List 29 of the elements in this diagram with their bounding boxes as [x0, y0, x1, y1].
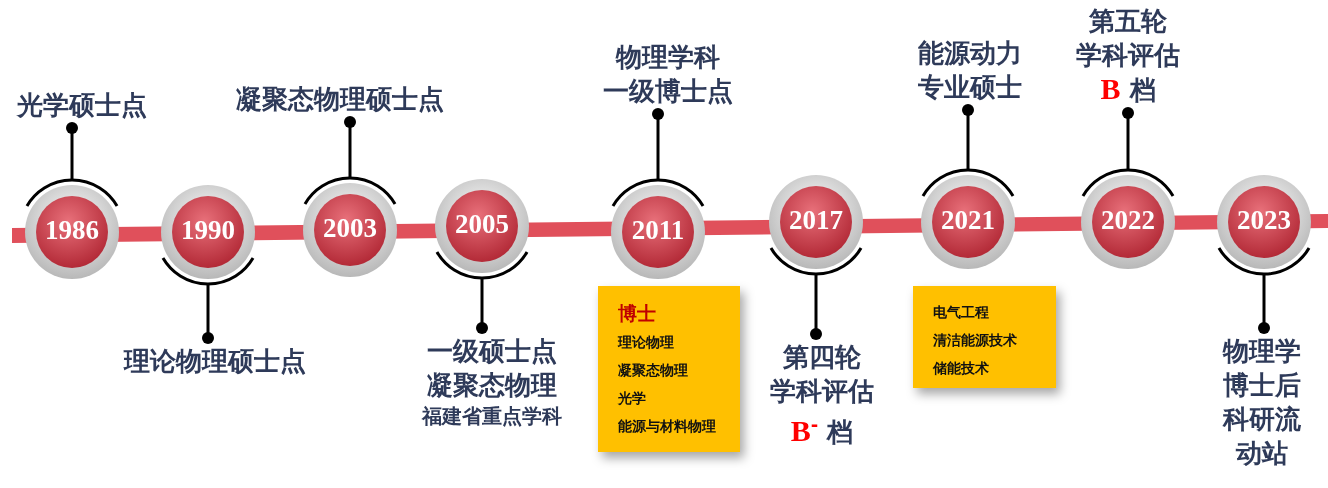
- pin-line: [1122, 107, 1134, 170]
- milestone-label: 能源动力专业硕士: [905, 36, 1035, 104]
- pin-line: [1258, 274, 1270, 334]
- card-heading: 博士: [618, 301, 657, 326]
- milestone-label: 第五轮学科评估B 档: [1063, 4, 1193, 107]
- milestone-note: 福建省重点学科: [421, 403, 563, 430]
- milestone-label: 光学硕士点: [2, 88, 162, 122]
- info-card: [598, 286, 740, 452]
- card-item: 清洁能源技术: [933, 331, 1018, 350]
- card-item: 理论物理: [618, 333, 675, 352]
- card-item: 储能技术: [933, 359, 990, 378]
- milestone-label: 一级硕士点凝聚态物理: [426, 335, 558, 402]
- milestone-label: 物理学博士后科研流动站: [1207, 334, 1317, 470]
- pin-line: [476, 278, 488, 334]
- milestone-label: 理论物理硕士点: [110, 344, 320, 378]
- pin-line: [344, 116, 356, 178]
- card-item: 能源与材料物理: [618, 417, 717, 436]
- pin-line: [66, 122, 78, 180]
- milestone-label: 第四轮学科评估B$^{-}$ 档: [757, 340, 887, 449]
- milestone-label: 凝聚态物理硕士点: [215, 82, 465, 116]
- milestone-label: 物理学科一级博士点: [593, 40, 743, 108]
- pin-line: [652, 108, 664, 180]
- card-item: 电气工程: [933, 303, 990, 322]
- pin-line: [962, 104, 974, 170]
- info-card: [913, 286, 1056, 388]
- pin-line: [202, 284, 214, 344]
- card-item: 凝聚态物理: [618, 361, 689, 380]
- card-item: 光学: [618, 389, 647, 408]
- pin-line: [810, 274, 822, 340]
